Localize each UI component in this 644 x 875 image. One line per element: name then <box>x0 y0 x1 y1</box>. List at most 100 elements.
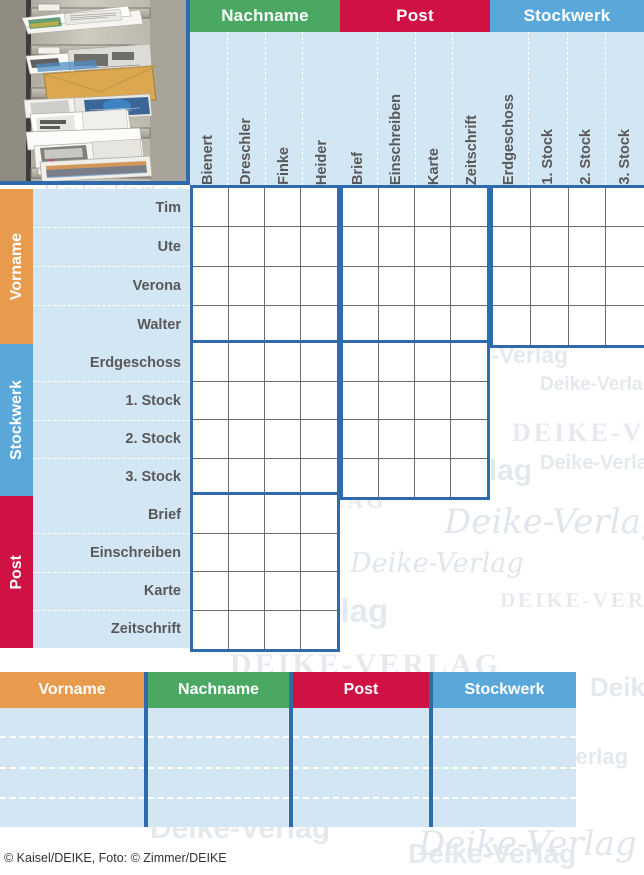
grid-cell[interactable] <box>301 267 337 306</box>
grid-cell[interactable] <box>493 227 531 267</box>
grid-cell[interactable] <box>343 381 379 420</box>
grid-cell[interactable] <box>193 343 229 382</box>
grid-cell[interactable] <box>229 610 265 649</box>
grid-cell[interactable] <box>379 458 415 497</box>
grid-cell[interactable] <box>229 343 265 382</box>
grid-cell[interactable] <box>379 266 415 306</box>
grid-cell[interactable] <box>265 305 301 345</box>
grid-cell[interactable] <box>451 459 487 498</box>
grid-cell[interactable] <box>229 458 265 497</box>
grid-cell[interactable] <box>415 305 451 345</box>
grid-cell[interactable] <box>568 266 607 306</box>
grid-cell[interactable] <box>606 227 644 267</box>
answer-cell[interactable] <box>433 738 576 769</box>
grid-cell[interactable] <box>415 227 451 267</box>
grid-cell[interactable] <box>451 188 487 228</box>
grid-block-stockwerk-nachname[interactable] <box>190 340 340 500</box>
answer-cell[interactable] <box>293 799 429 827</box>
grid-cell[interactable] <box>343 305 379 345</box>
grid-cell[interactable] <box>606 188 644 228</box>
grid-cell[interactable] <box>301 188 337 228</box>
answer-cell[interactable] <box>148 769 289 799</box>
grid-cell[interactable] <box>493 188 531 228</box>
answer-cell[interactable] <box>293 738 429 769</box>
answer-cell[interactable] <box>433 799 576 827</box>
grid-cell[interactable] <box>415 266 451 306</box>
answer-cell[interactable] <box>148 738 289 769</box>
grid-cell[interactable] <box>229 420 265 459</box>
grid-cell[interactable] <box>379 381 415 420</box>
grid-cell[interactable] <box>265 572 301 611</box>
grid-cell[interactable] <box>301 534 337 572</box>
grid-cell[interactable] <box>229 266 265 306</box>
grid-cell[interactable] <box>493 266 531 306</box>
grid-cell[interactable] <box>415 381 451 420</box>
grid-cell[interactable] <box>265 610 301 649</box>
grid-cell[interactable] <box>265 227 301 267</box>
grid-block-vorname-post[interactable] <box>340 185 490 348</box>
grid-cell[interactable] <box>193 533 229 572</box>
answer-cell[interactable] <box>0 708 144 739</box>
grid-cell[interactable] <box>265 495 301 534</box>
grid-cell[interactable] <box>415 458 451 497</box>
grid-cell[interactable] <box>415 343 451 382</box>
grid-cell[interactable] <box>301 227 337 267</box>
grid-cell[interactable] <box>229 188 265 228</box>
grid-cell[interactable] <box>568 188 607 228</box>
grid-cell[interactable] <box>193 458 229 497</box>
grid-cell[interactable] <box>301 495 337 534</box>
grid-cell[interactable] <box>265 343 301 382</box>
answer-cell[interactable] <box>433 769 576 799</box>
grid-cell[interactable] <box>301 382 337 420</box>
grid-cell[interactable] <box>343 458 379 497</box>
answer-cell[interactable] <box>148 799 289 827</box>
answer-cell[interactable] <box>293 769 429 799</box>
grid-cell[interactable] <box>229 381 265 420</box>
grid-cell[interactable] <box>451 420 487 459</box>
grid-cell[interactable] <box>451 382 487 420</box>
grid-cell[interactable] <box>343 188 379 228</box>
grid-cell[interactable] <box>229 305 265 345</box>
grid-cell[interactable] <box>193 495 229 534</box>
grid-cell[interactable] <box>530 266 569 306</box>
grid-cell[interactable] <box>379 188 415 228</box>
grid-cell[interactable] <box>379 227 415 267</box>
grid-cell[interactable] <box>193 188 229 228</box>
grid-cell[interactable] <box>301 343 337 382</box>
answer-cell[interactable] <box>0 738 144 769</box>
grid-cell[interactable] <box>193 420 229 459</box>
grid-cell[interactable] <box>265 533 301 572</box>
grid-cell[interactable] <box>415 188 451 228</box>
grid-cell[interactable] <box>343 343 379 382</box>
grid-cell[interactable] <box>343 266 379 306</box>
grid-cell[interactable] <box>606 306 644 345</box>
grid-block-vorname-stockwerk[interactable] <box>490 185 644 348</box>
grid-cell[interactable] <box>343 420 379 459</box>
grid-cell[interactable] <box>415 420 451 459</box>
grid-cell[interactable] <box>301 572 337 611</box>
grid-cell[interactable] <box>193 610 229 649</box>
grid-cell[interactable] <box>265 266 301 306</box>
grid-cell[interactable] <box>193 266 229 306</box>
grid-cell[interactable] <box>379 305 415 345</box>
answer-cell[interactable] <box>433 708 576 739</box>
grid-cell[interactable] <box>379 343 415 382</box>
answer-cell[interactable] <box>148 708 289 739</box>
grid-cell[interactable] <box>229 572 265 611</box>
grid-cell[interactable] <box>343 227 379 267</box>
grid-cell[interactable] <box>193 305 229 345</box>
grid-block-vorname-nachname[interactable] <box>190 185 340 348</box>
grid-cell[interactable] <box>193 572 229 611</box>
grid-cell[interactable] <box>265 188 301 228</box>
grid-block-stockwerk-post[interactable] <box>340 340 490 500</box>
grid-cell[interactable] <box>229 495 265 534</box>
grid-cell[interactable] <box>451 227 487 267</box>
grid-cell[interactable] <box>229 533 265 572</box>
grid-cell[interactable] <box>569 305 607 345</box>
grid-cell[interactable] <box>193 381 229 420</box>
grid-cell[interactable] <box>301 420 337 459</box>
grid-cell[interactable] <box>229 227 265 267</box>
grid-cell[interactable] <box>530 188 569 228</box>
grid-cell[interactable] <box>568 227 607 267</box>
grid-cell[interactable] <box>265 458 301 497</box>
